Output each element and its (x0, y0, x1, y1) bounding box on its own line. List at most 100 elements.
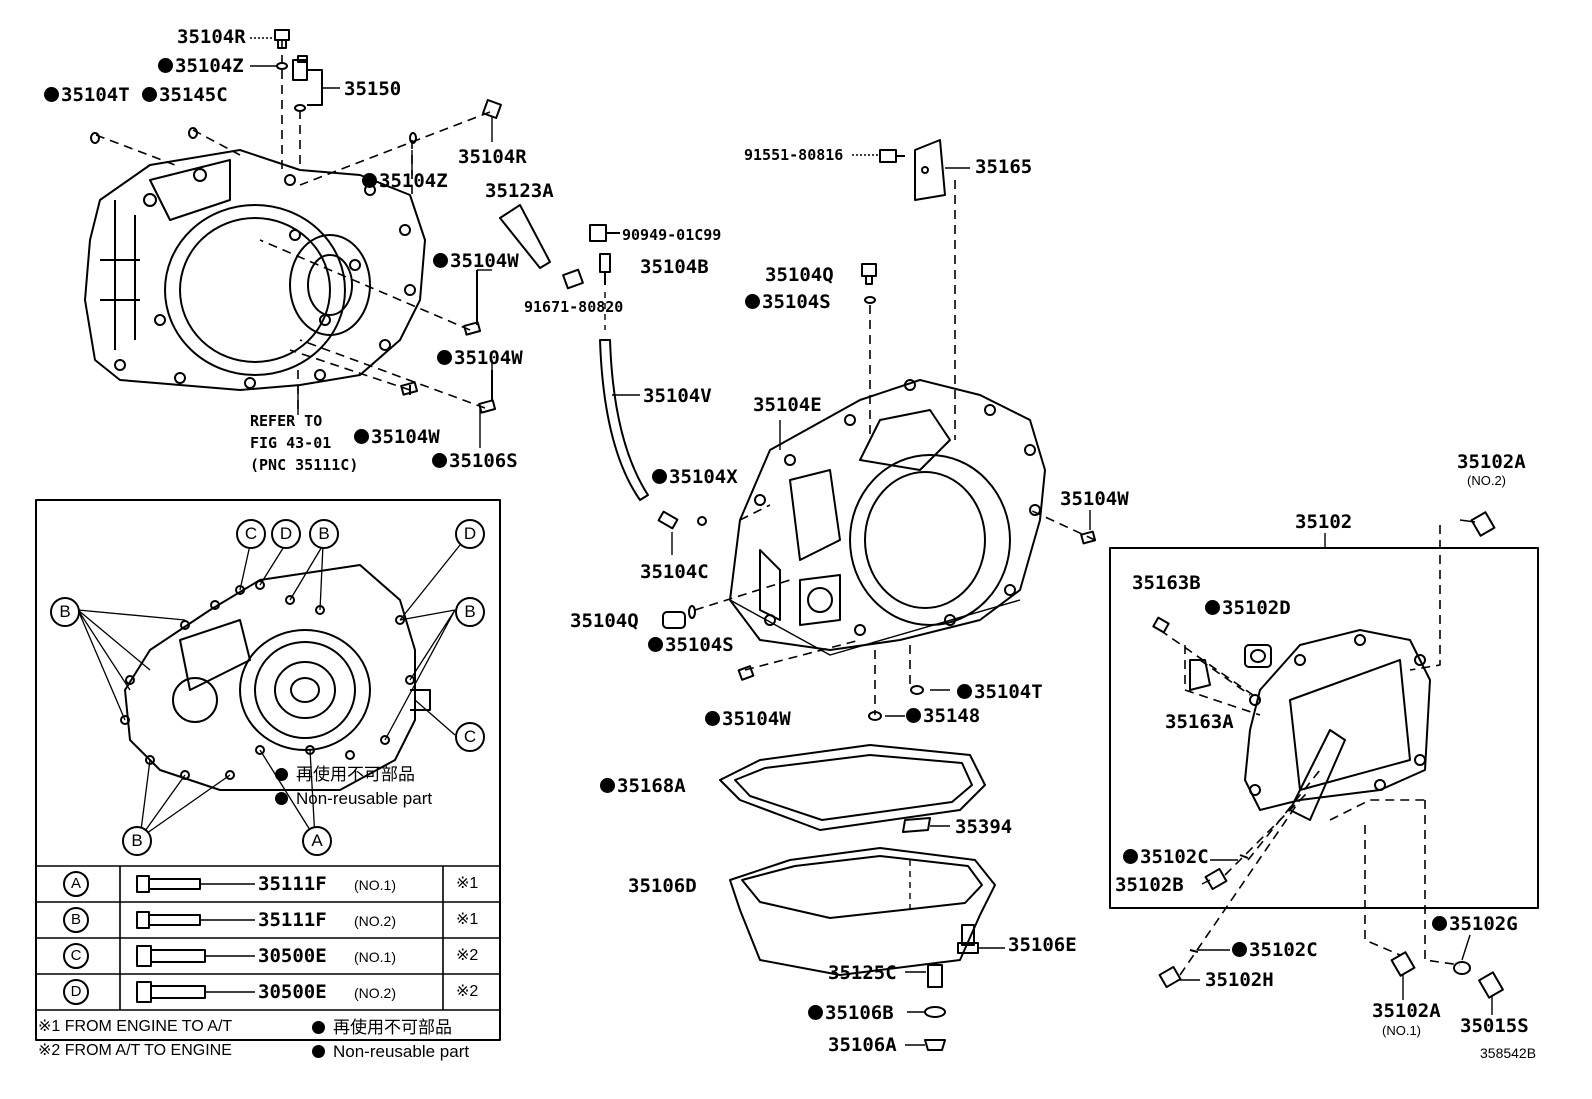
non-reusable-dot-icon (312, 1045, 325, 1058)
label-35145C: 35145C (142, 86, 228, 105)
label-35104Z-top: 35104Z (158, 57, 244, 76)
table-mark: ※2 (456, 947, 479, 964)
label-35104T-low: 35104T (957, 683, 1043, 702)
label-35102A-low: 35102A (1372, 1000, 1441, 1022)
extension-housing (1244, 629, 1431, 821)
callout-b: B (122, 826, 152, 856)
non-reusable-dot-icon (354, 429, 369, 444)
non-reusable-dot-icon (906, 708, 921, 723)
callout-c: C (236, 519, 266, 549)
non-reusable-dot-icon (1205, 600, 1220, 615)
label-35106S: 35106S (432, 452, 518, 471)
table-key-d: D (63, 979, 89, 1005)
table-mark: ※1 (456, 875, 479, 892)
table-part: 35111F (258, 873, 327, 895)
callout-d: D (271, 519, 301, 549)
non-reusable-dot-icon (312, 1021, 325, 1034)
non-reusable-dot-icon (362, 173, 377, 188)
label-35104W-1: 35104W (433, 252, 519, 271)
label-35106A: 35106A (828, 1034, 897, 1056)
inset-housing-view (120, 564, 431, 791)
middle-small-parts (662, 139, 1097, 721)
label-35104S-low: 35104S (648, 636, 734, 655)
table-key-a: A (63, 871, 89, 897)
label-91671-80820: 91671-80820 (524, 298, 624, 316)
table-no: (NO.1) (354, 949, 396, 965)
non-reusable-dot-icon (142, 87, 157, 102)
non-reusable-dot-icon (652, 469, 667, 484)
label-35104Q-low: 35104Q (570, 610, 639, 632)
oil-filter-35394 (902, 817, 950, 833)
label-35104X: 35104X (652, 468, 738, 487)
label-35148: 35148 (906, 707, 980, 726)
bolt-table-grid (36, 865, 500, 1011)
diagram-code: 358542B (1480, 1045, 1537, 1061)
label-35102: 35102 (1295, 511, 1353, 533)
non-reusable-dot-icon (275, 768, 288, 781)
solid-leaders-right (1178, 859, 1493, 1015)
label-35104W-3: 35104W (354, 428, 440, 447)
right-small-parts (1152, 511, 1504, 999)
table-key-b: B (63, 907, 89, 933)
legend-en: Non-reusable part (312, 1043, 469, 1060)
leader-lines-left (95, 40, 491, 410)
label-35102C-1: 35102C (1123, 848, 1209, 867)
solid-leaders-middle (779, 154, 1091, 717)
label-35163A: 35163A (1165, 711, 1234, 733)
non-reusable-dot-icon (648, 637, 663, 652)
label-35104B: 35104B (640, 256, 709, 278)
non-reusable-dot-icon (705, 711, 720, 726)
label-35102C-2: 35102C (1232, 941, 1318, 960)
label-35104R-top: 35104R (177, 26, 246, 48)
label-35102A-top: 35102A (1457, 451, 1526, 473)
label-35104Z-mid: 35104Z (362, 172, 448, 191)
non-reusable-dot-icon (433, 253, 448, 268)
inset-box (35, 499, 501, 1041)
label-35104W-2: 35104W (437, 349, 523, 368)
oil-pan-gasket (719, 744, 986, 831)
table-key-c: C (63, 943, 89, 969)
label-35165: 35165 (975, 156, 1033, 178)
label-35125C: 35125C (828, 962, 897, 984)
label-35104Q-top: 35104Q (765, 264, 834, 286)
table-part: 30500E (258, 981, 327, 1003)
label-91551-80816: 91551-80816 (744, 146, 844, 164)
non-reusable-dot-icon (1232, 942, 1247, 957)
label-35102B: 35102B (1115, 874, 1184, 896)
non-reusable-dot-icon (432, 453, 447, 468)
non-reusable-dot-icon (1432, 916, 1447, 931)
label-35102A-low-no: (NO.1) (1382, 1023, 1421, 1038)
inset-callout-lines (77, 544, 461, 839)
callout-c: C (455, 722, 485, 752)
refer-line-3: (PNC 35111C) (250, 456, 359, 474)
table-no: (NO.1) (354, 877, 396, 893)
leader-lines-middle (694, 180, 1096, 715)
label-35104C: 35104C (640, 561, 709, 583)
label-35015S: 35015S (1460, 1015, 1529, 1037)
non-reusable-dot-icon (957, 684, 972, 699)
label-35163B: 35163B (1132, 572, 1201, 594)
oil-pan (729, 847, 996, 976)
label-35394: 35394 (955, 816, 1013, 838)
inset-note-en: Non-reusable part (275, 790, 432, 807)
non-reusable-dot-icon (158, 58, 173, 73)
bolt-icons (136, 875, 255, 1003)
label-35104W-right: 35104W (1060, 488, 1129, 510)
label-35106E: 35106E (1008, 934, 1077, 956)
callout-d: D (455, 519, 485, 549)
label-35102G: 35102G (1432, 915, 1518, 934)
table-mark: ※2 (456, 983, 479, 1000)
non-reusable-dot-icon (275, 792, 288, 805)
label-35102H: 35102H (1205, 969, 1274, 991)
footnote-1: ※1 FROM ENGINE TO A/T (38, 1018, 233, 1035)
non-reusable-dot-icon (437, 350, 452, 365)
table-mark: ※1 (456, 911, 479, 928)
middle-parts (499, 204, 707, 555)
transaxle-housing-left (84, 149, 426, 391)
footnote-2: ※2 FROM A/T TO ENGINE (38, 1042, 232, 1059)
label-35123A: 35123A (485, 180, 554, 202)
callout-b: B (455, 597, 485, 627)
table-part: 30500E (258, 945, 327, 967)
